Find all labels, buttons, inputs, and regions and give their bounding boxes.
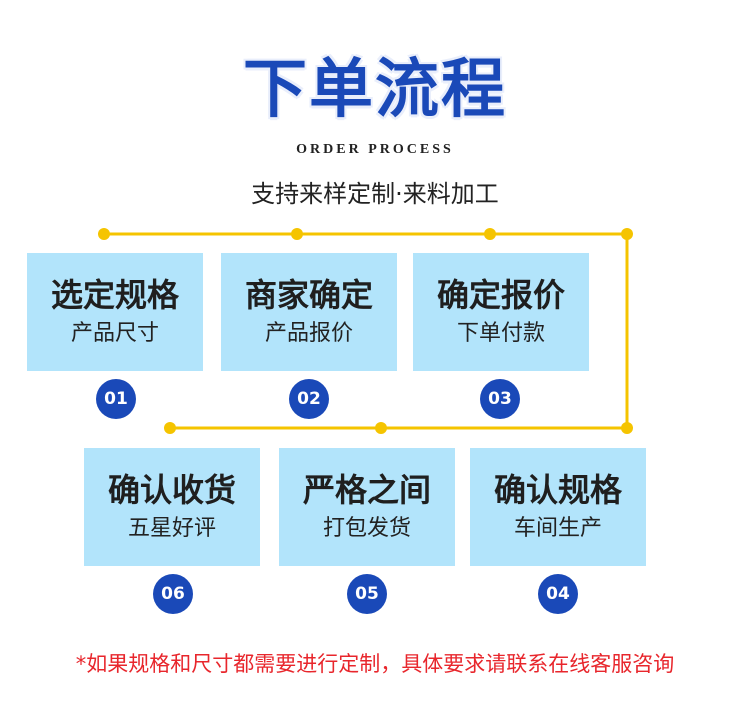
connector-dot <box>164 422 176 434</box>
step-number-badge: 03 <box>480 379 520 419</box>
step-title: 确定报价 <box>436 276 565 314</box>
connector-dot <box>484 228 496 240</box>
step-title: 选定规格 <box>50 276 179 314</box>
step-card-2: 商家确定 产品报价 <box>221 253 397 371</box>
page-title: 下单流程 <box>243 53 507 127</box>
step-card-5: 严格之间 打包发货 <box>279 448 455 566</box>
connector-dot <box>621 422 633 434</box>
connector-dot <box>98 228 110 240</box>
step-number-badge: 06 <box>153 574 193 614</box>
step-subtitle: 车间生产 <box>513 516 602 541</box>
step-card-1: 选定规格 产品尺寸 <box>27 253 203 371</box>
connector-dot <box>291 228 303 240</box>
step-subtitle: 五星好评 <box>127 516 216 541</box>
step-subtitle: 产品尺寸 <box>70 321 159 346</box>
step-number-badge: 05 <box>347 574 387 614</box>
connector-dot <box>621 228 633 240</box>
step-number-badge: 02 <box>289 379 329 419</box>
step-subtitle: 产品报价 <box>264 321 353 346</box>
step-title: 确认规格 <box>493 471 622 509</box>
connector-dot <box>375 422 387 434</box>
step-number-badge: 04 <box>538 574 578 614</box>
step-card-6: 确认收货 五星好评 <box>84 448 260 566</box>
step-number-badge: 01 <box>96 379 136 419</box>
step-subtitle: 下单付款 <box>456 321 545 346</box>
step-title: 严格之间 <box>302 471 431 509</box>
step-card-4: 确认规格 车间生产 <box>470 448 646 566</box>
step-subtitle: 打包发货 <box>322 516 411 541</box>
footer-note: *如果规格和尺寸都需要进行定制，具体要求请联系在线客服咨询 <box>75 652 675 676</box>
step-title: 商家确定 <box>244 276 373 314</box>
page-subtitle-english: ORDER PROCESS <box>296 142 454 157</box>
step-title: 确认收货 <box>107 471 236 509</box>
page-tagline: 支持来样定制·来料加工 <box>251 180 499 208</box>
step-card-3: 确定报价 下单付款 <box>413 253 589 371</box>
